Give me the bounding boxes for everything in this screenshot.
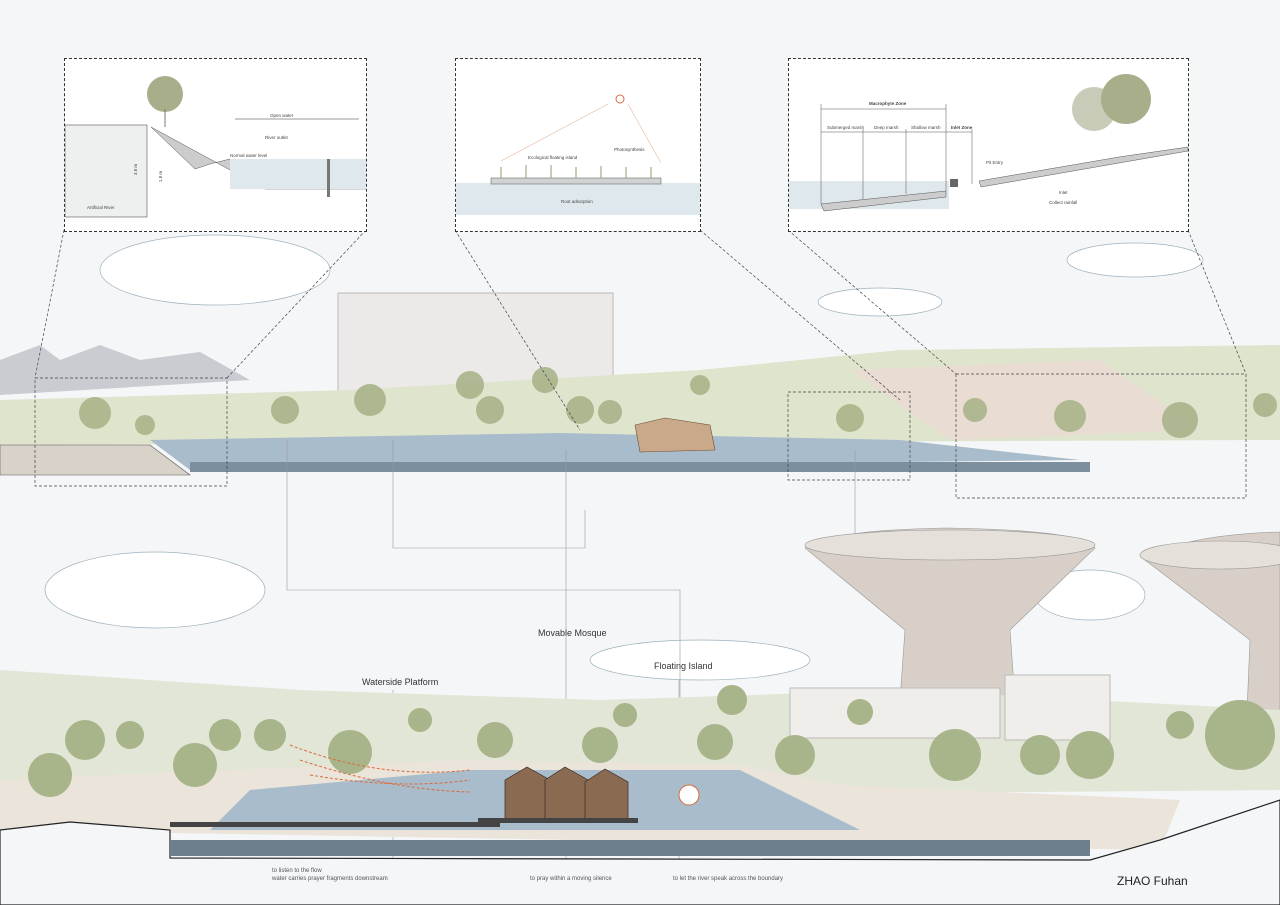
- label-inlet-zone: Inlet Zone: [951, 125, 973, 130]
- caption-listen-1: to listen to the flow: [272, 868, 322, 874]
- inset-wetland-section: Macrophyte Zone Submerged marsh Deep mar…: [788, 58, 1189, 232]
- label-movable-mosque: Movable Mosque: [538, 628, 607, 638]
- label-root-adsorption: Root adsorption: [561, 199, 593, 204]
- label-waterside-platform: Waterside Platform: [362, 677, 439, 687]
- label-river-outlet: River outlet: [265, 135, 288, 140]
- label-deep-marsh: Deep marsh: [874, 125, 899, 130]
- author-name: ZHAO Fuhan: [1117, 874, 1188, 888]
- water-towers: [804, 527, 1280, 771]
- label-photosynthesis: Photosynthesis: [614, 147, 645, 152]
- label-collect-rainfall: Collect rainfall: [1049, 200, 1078, 205]
- clouds: [44, 234, 1204, 681]
- inset-floating-island: Ecological floating island Photosynthesi…: [455, 58, 701, 232]
- label-inlet: Inlet: [1059, 190, 1068, 195]
- label-shallow-marsh: Shallow marsh: [911, 125, 941, 130]
- label-macrophyte-zone: Macrophyte Zone: [869, 101, 907, 106]
- caption-river: to let the river speak across the bounda…: [673, 876, 784, 882]
- flow-arrows: [289, 744, 471, 793]
- caption-listen-2: water carries prayer fragments downstrea…: [272, 876, 388, 882]
- upper-section: [0, 292, 1280, 476]
- mosque-pavilions: [504, 766, 629, 821]
- label-height-total: 3.8 m: [133, 163, 139, 176]
- caption-pray: to pray within a moving silence: [530, 876, 612, 882]
- label-floating-island: Ecological floating island: [528, 155, 578, 160]
- label-height-water: 1.8 m: [158, 170, 164, 183]
- inset-bank-section: Open water River outlet Normal water lev…: [64, 58, 367, 232]
- label-normal-water-level: Normal water level: [230, 153, 268, 158]
- label-floating-island-main: Floating Island: [654, 661, 713, 671]
- label-artificial-river: Artificial River: [87, 205, 115, 210]
- sun-icon: [615, 94, 625, 104]
- label-submerged-marsh: Submerged marsh: [827, 125, 865, 130]
- label-pit-entry: Pit Entry: [986, 160, 1004, 165]
- lower-section: [0, 670, 1280, 905]
- label-open-water: Open water: [270, 113, 294, 118]
